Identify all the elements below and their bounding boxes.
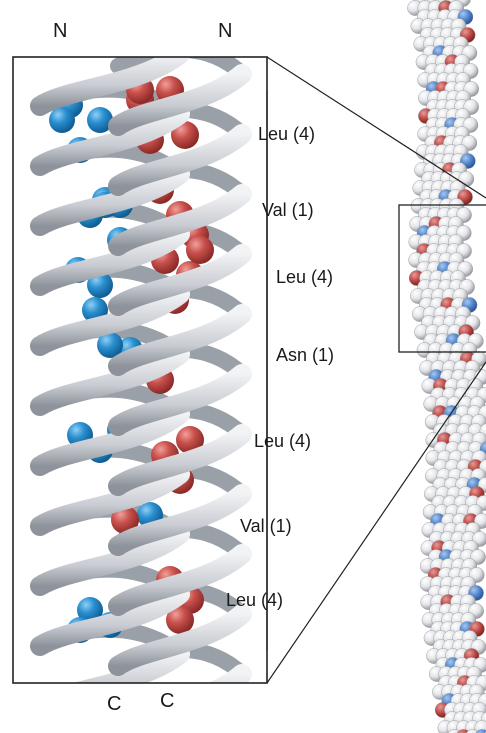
residue-label: Leu (4) [254, 431, 311, 452]
residue-label: Val (1) [262, 200, 314, 221]
n-terminus-right-label: N [218, 20, 232, 43]
c-terminus-left-label: C [107, 693, 121, 716]
c-terminus-right-label: C [160, 690, 174, 713]
residue-label: Asn (1) [276, 345, 334, 366]
residue-label: Val (1) [240, 516, 292, 537]
residue-label: Leu (4) [258, 124, 315, 145]
leucine-atom-helix-b [186, 236, 214, 264]
residue-label: Leu (4) [226, 590, 283, 611]
leucine-atom-helix-a [49, 107, 75, 133]
residue-label: Leu (4) [276, 267, 333, 288]
n-terminus-left-label: N [53, 20, 67, 43]
space-filling-model [404, 0, 486, 733]
